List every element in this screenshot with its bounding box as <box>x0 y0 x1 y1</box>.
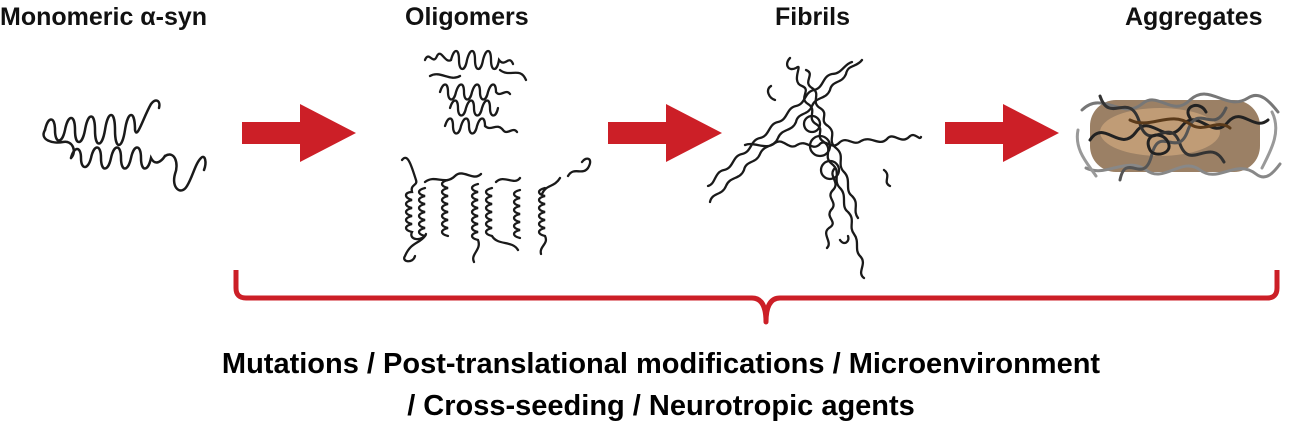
stage-label-fibrils: Fibrils <box>775 3 851 31</box>
fibrils-illustration <box>706 56 923 280</box>
monomer-helix-upper <box>43 99 161 147</box>
stage-label-aggregates: Aggregates <box>1125 3 1263 31</box>
monomer-tail <box>163 153 207 192</box>
aggregates-illustration <box>1075 92 1282 182</box>
arrow-1 <box>242 104 356 162</box>
caption-line-1: Mutations / Post-translational modificat… <box>221 348 1101 380</box>
monomer-illustration <box>42 99 207 192</box>
bracket <box>233 270 1280 325</box>
stage-label-oligomers: Oligomers <box>405 3 529 31</box>
oligomers-illustration <box>400 49 592 264</box>
monomer-helix-lower <box>69 146 167 170</box>
caption-line-2: / Cross-seeding / Neurotropic agents <box>407 390 915 422</box>
stage-label-monomeric: Monomeric α-syn <box>0 3 208 31</box>
arrow-2 <box>608 104 722 162</box>
monomer-linker <box>42 128 75 160</box>
arrow-3 <box>945 104 1059 162</box>
